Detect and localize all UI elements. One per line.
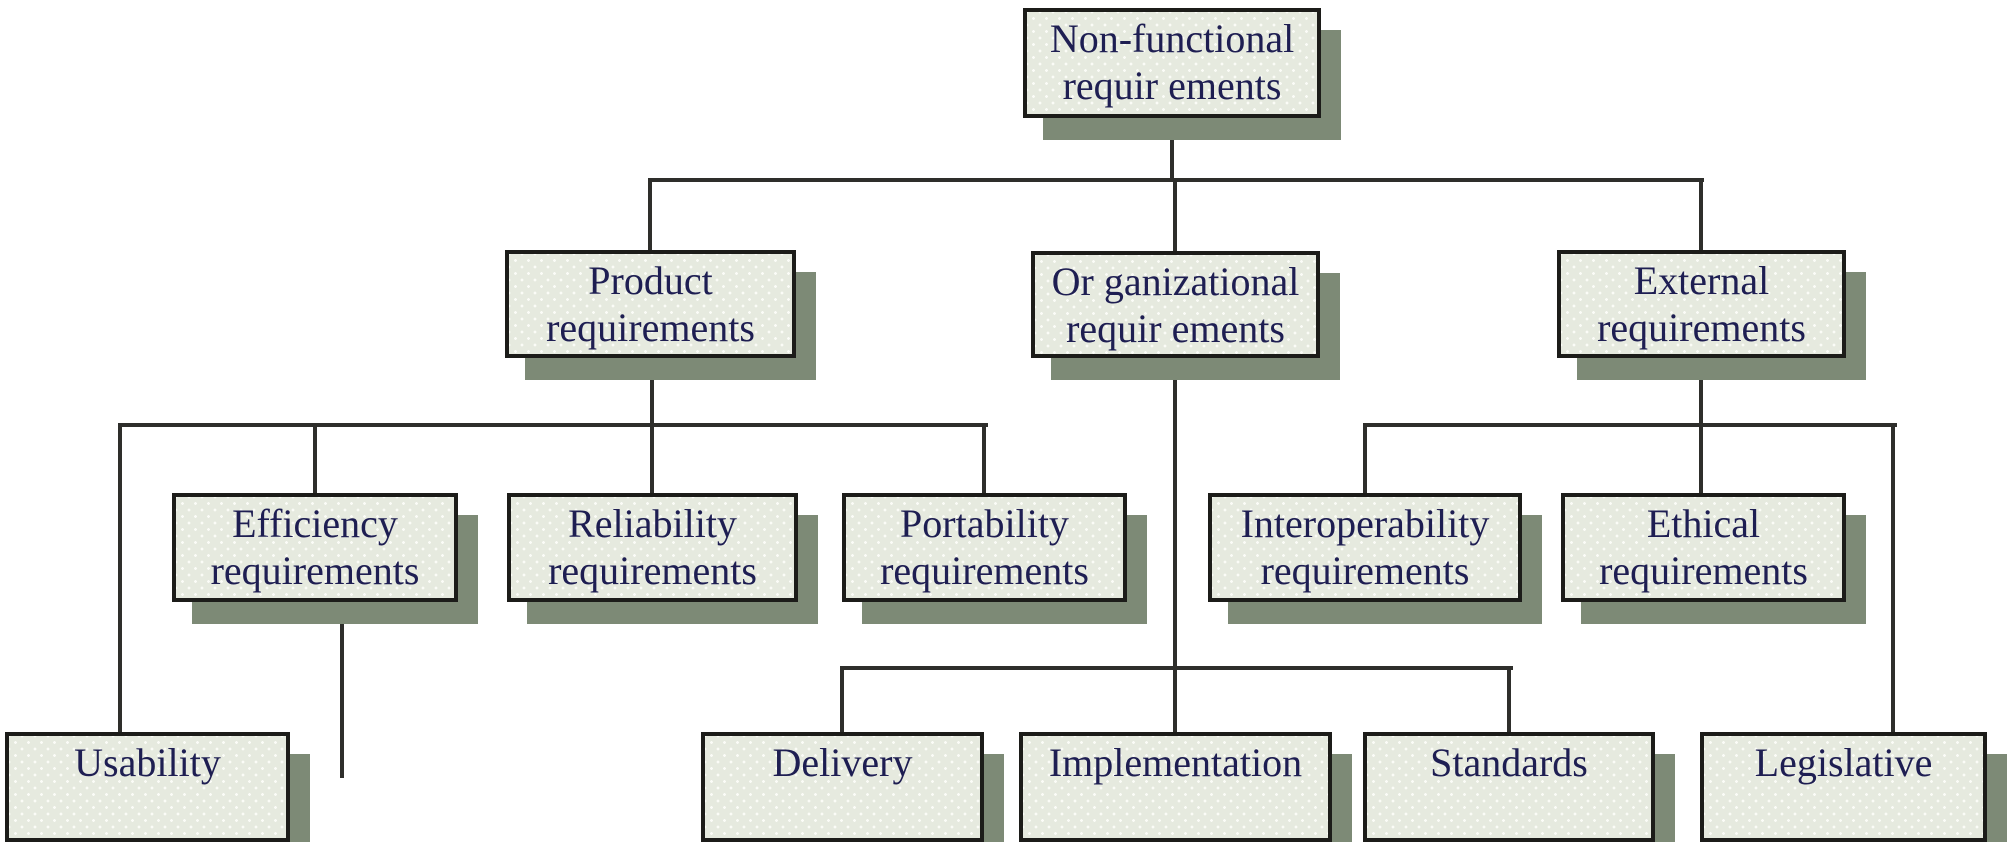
node-label: requirements [1260,548,1470,593]
node-label: Delivery [772,740,913,785]
connector-organizational-bus [840,666,1513,670]
node-label: Non-functional [1049,16,1295,61]
node-label: requirements [548,548,757,593]
node-non-functional-requirements: Non-functional requir ements [1023,8,1321,118]
node-label: Usability [74,740,221,785]
node-label: Efficiency [232,501,398,546]
node-interoperability-requirements: Interoperability requirements [1208,493,1522,602]
node-label: requirements [546,305,755,350]
node-label: requirements [210,548,420,593]
connector-to-product [648,180,652,250]
node-label: Standards [1430,740,1588,785]
node-product-requirements: Product requirements [505,250,796,358]
node-label: requir ements [1062,63,1282,108]
connector-product-bus [118,423,988,427]
node-portability-requirements: Portability requirements [842,493,1127,602]
node-standards-requirements-truncated: Standards [1363,732,1655,842]
node-label: requirements [880,548,1089,593]
connector-to-usability [118,423,122,734]
connector-to-efficiency [313,423,317,495]
connector-to-external [1699,180,1703,250]
node-label: External [1633,258,1770,303]
connector-external-bus [1363,423,1897,427]
node-external-requirements: External requirements [1557,250,1846,358]
node-efficiency-requirements: Efficiency requirements [172,493,458,602]
node-label: requirements [1597,305,1806,350]
node-legislative-requirements-truncated: Legislative [1700,732,1987,842]
node-ethical-requirements: Ethical requirements [1561,493,1846,602]
node-label: Legislative [1754,740,1933,785]
node-implementation-requirements-truncated: Implementation [1019,732,1332,842]
connector-efficiency-children-truncated [340,600,344,778]
connector-to-standards [1507,666,1511,734]
node-label: Or ganizational [1051,259,1300,304]
connector-root-stem [1170,118,1174,182]
node-label: Portability [900,501,1069,546]
node-organizational-requirements: Or ganizational requir ements [1031,251,1320,358]
connector-to-legislative [1891,423,1895,734]
node-label: Ethical [1646,501,1761,546]
connector-to-interoperability [1363,423,1367,495]
node-label: Reliability [568,501,737,546]
connector-to-organizational [1173,180,1177,251]
node-label: Product [588,258,713,303]
connector-to-portability [982,423,986,495]
diagram-canvas: Non-functional requir ements Product req… [5,8,1987,842]
node-label: requirements [1599,548,1808,593]
connector-organizational-stem [1173,356,1177,734]
node-label: requir ements [1066,306,1285,351]
node-delivery-requirements-truncated: Delivery [701,732,984,842]
node-usability-requirements-truncated: Usability [5,732,290,842]
node-label: Interoperability [1240,501,1490,546]
connector-to-delivery [840,666,844,734]
node-label: Implementation [1048,740,1303,785]
node-reliability-requirements: Reliability requirements [507,493,798,602]
